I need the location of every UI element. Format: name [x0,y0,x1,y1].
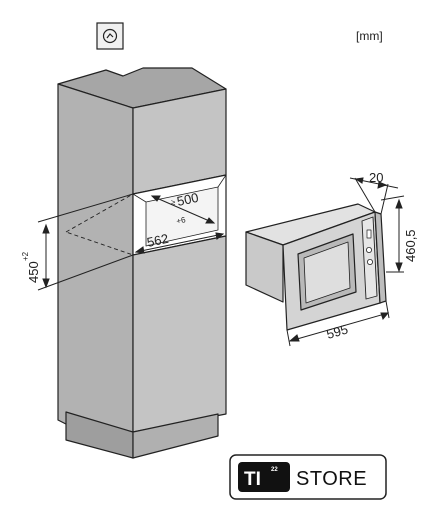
niche-depth-prefix: ≥ [171,198,176,207]
niche-depth-dimension [150,195,216,224]
logo-text: STORE [296,468,367,490]
niche-hidden-lines [65,193,134,256]
appliance-width-label: 595 [325,321,350,341]
niche-height-label: 450 [26,261,41,283]
microwave-appliance [245,203,387,331]
ti-store-logo: TI 22 STORE [229,454,387,500]
appliance-height-label: 460,5 [403,229,418,262]
appliance-width-dimension [286,300,390,347]
logo-mark: TI [244,469,261,490]
niche-width-label: 562 [146,231,170,250]
socket-icon [96,22,124,50]
tall-cabinet [57,67,227,459]
niche-width-tolerance: +6 [176,215,187,226]
niche-height-dimension [37,193,134,291]
niche-height-tolerance: +2 [21,251,30,261]
unit-label: [mm] [356,29,383,43]
appliance-height-dimension [380,195,405,273]
niche-width-dimension [134,232,225,254]
front-depth-dimension [349,177,399,215]
niche-depth-label: 500 [176,190,200,209]
front-depth-label: 20 [369,170,383,185]
logo-number: 22 [271,467,278,473]
